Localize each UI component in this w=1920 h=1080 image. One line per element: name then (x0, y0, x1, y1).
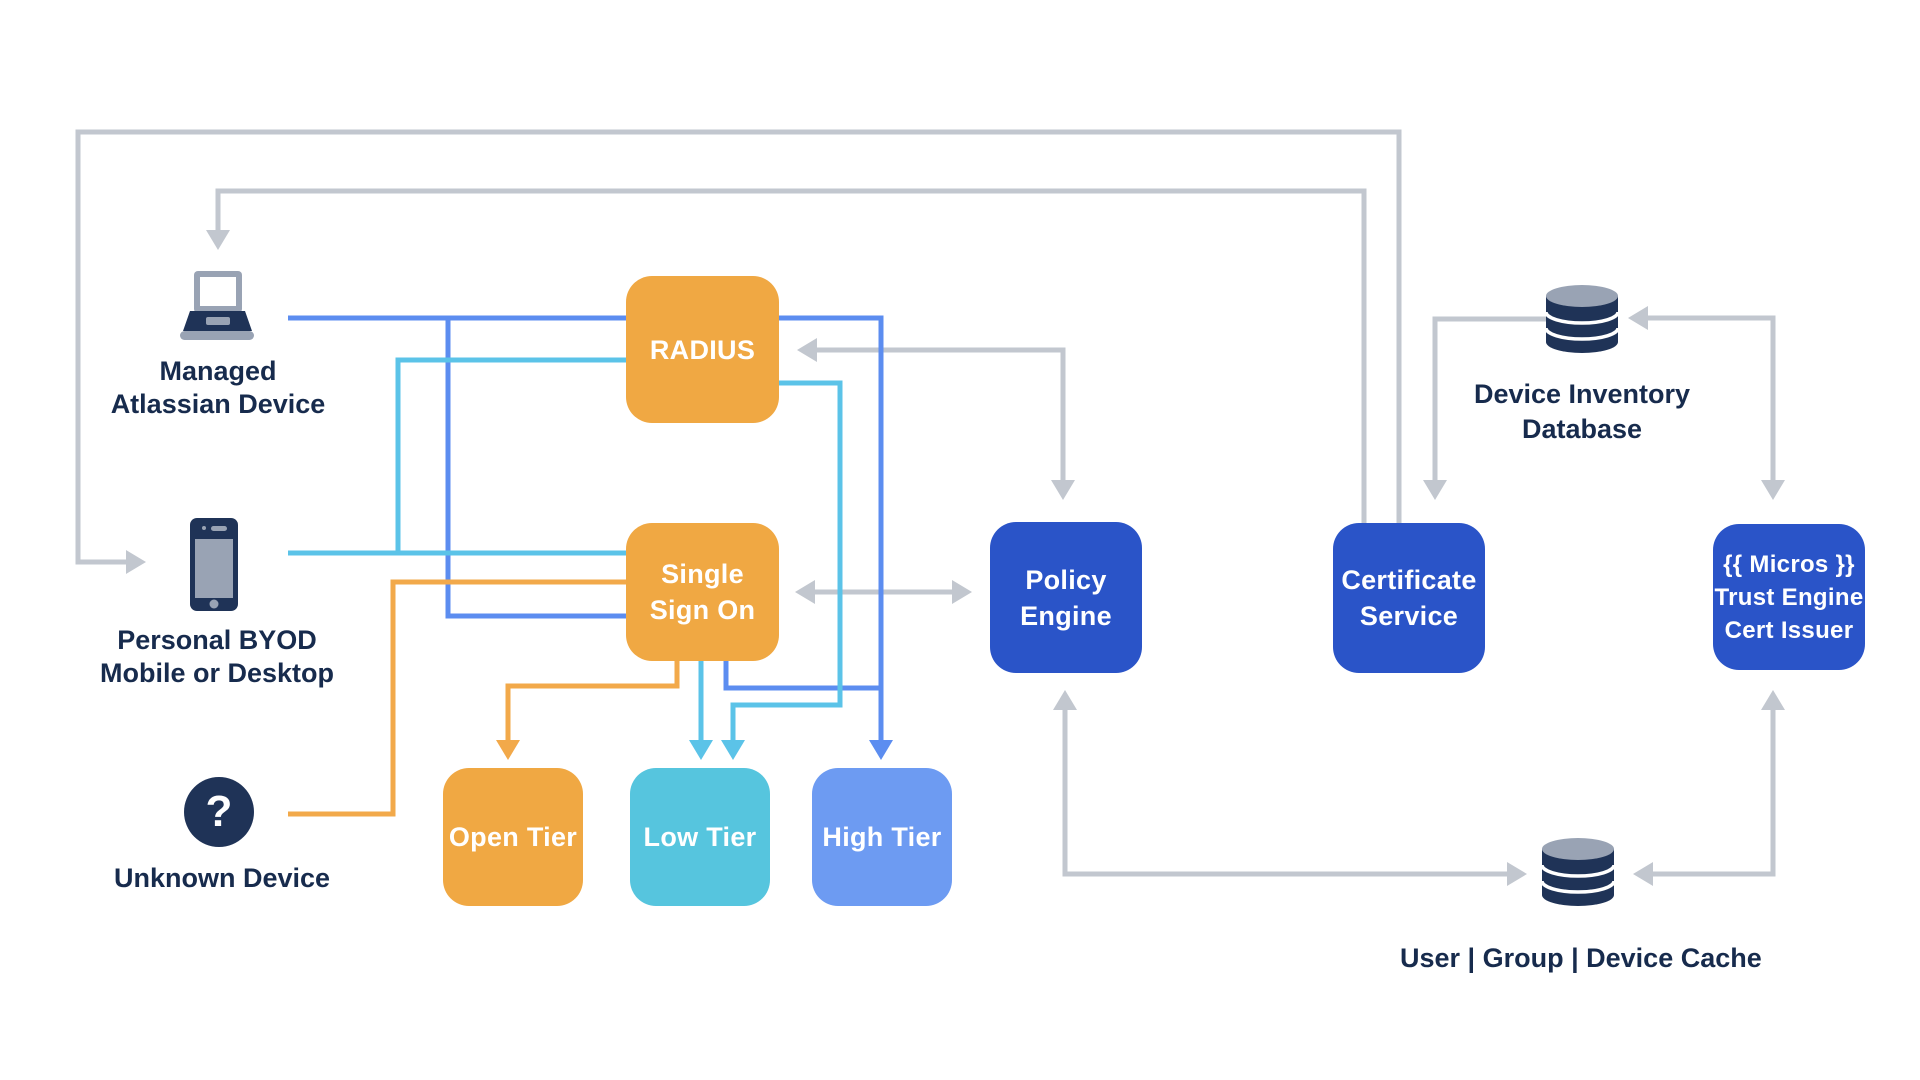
arrowhead-to-policyengine-left (952, 580, 972, 604)
device-inventory-label-line1: Device Inventory (1473, 379, 1691, 409)
unknown-device-label: Unknown Device (92, 862, 352, 895)
node-policy-engine: Policy Engine (990, 522, 1142, 673)
node-certificate-service: Certificate Service (1333, 523, 1485, 673)
phone-icon (190, 518, 238, 611)
connector-sso-to-opentier (505, 657, 680, 742)
unknown-device-icon: ? (184, 777, 254, 847)
arrowhead-to-usercache-right (1633, 862, 1653, 886)
arrowhead-to-phone (126, 550, 146, 574)
node-certificate-service-label-line2: Service (1359, 601, 1459, 631)
node-policy-engine-label-line1: Policy (1025, 564, 1107, 595)
arrowhead-to-lowtier-left (689, 740, 713, 760)
arrowhead-to-opentier (496, 740, 520, 760)
arrowhead-to-certservice (1423, 480, 1447, 500)
connector-inventorydb-to-certservice (1432, 316, 1546, 482)
byod-device-label: Personal BYOD Mobile or Desktop (87, 624, 347, 690)
node-radius-label: RADIUS (649, 334, 756, 365)
device-inventory-database-icon (1544, 285, 1620, 353)
connector-sso-to-hightier (723, 657, 881, 691)
node-trust-engine: {{ Micros }} Trust Engine Cert Issuer (1713, 524, 1865, 670)
connector-radius-to-lowtier (730, 380, 843, 742)
node-single-sign-on: Single Sign On (626, 523, 779, 661)
device-inventory-label-line2: Database (1521, 414, 1643, 444)
connector-laptop-to-sso (445, 318, 630, 619)
node-certificate-service-label-line1: Certificate (1341, 565, 1477, 595)
arrowhead-to-inventorydb (1628, 306, 1648, 330)
arrowhead-to-laptop (206, 230, 230, 250)
arrowhead-to-policyengine-bottom (1053, 690, 1077, 710)
arrowhead-to-usercache-left (1507, 862, 1527, 886)
unknown-device-label-text: Unknown Device (113, 863, 331, 893)
connector-radius-to-hightier (775, 315, 884, 742)
managed-device-label-line2: Atlassian Device (110, 389, 326, 419)
node-open-tier-label: Open Tier (448, 822, 578, 852)
user-cache-label-text: User | Group | Device Cache (1400, 943, 1762, 973)
arrowhead-to-policyengine-top (1051, 480, 1075, 500)
arrowhead-to-radius (797, 338, 817, 362)
connector-phone-to-radius (395, 357, 630, 553)
node-trust-engine-label-line2: Trust Engine (1714, 583, 1864, 611)
laptop-icon (180, 271, 254, 340)
device-inventory-label: Device Inventory Database (1432, 377, 1732, 447)
managed-device-label-line1: Managed (159, 356, 277, 386)
connector-radius-policyengine (815, 347, 1066, 482)
connector-unknown-to-sso (288, 579, 630, 817)
connector-inventorydb-trustengine (1646, 315, 1776, 482)
node-high-tier-label: High Tier (822, 822, 942, 852)
arrowhead-to-hightier (869, 740, 893, 760)
user-cache-label: User | Group | Device Cache (1400, 942, 1762, 975)
arrowhead-to-trustengine-bottom (1761, 690, 1785, 710)
arrowhead-to-trustengine-top (1761, 480, 1785, 500)
managed-device-label: Managed Atlassian Device (88, 355, 348, 421)
node-trust-engine-label-line3: Cert Issuer (1724, 616, 1854, 644)
user-cache-database-icon (1540, 838, 1616, 906)
arrowhead-to-sso (795, 580, 815, 604)
node-low-tier-label: Low Tier (643, 822, 757, 852)
node-trust-engine-label-line1: {{ Micros }} (1723, 550, 1855, 578)
byod-device-label-line1: Personal BYOD (117, 625, 317, 655)
byod-device-label-line2: Mobile or Desktop (99, 658, 335, 688)
node-high-tier: High Tier (812, 768, 952, 906)
node-policy-engine-label-line2: Engine (1020, 600, 1112, 631)
arrowhead-to-lowtier-right (721, 740, 745, 760)
node-open-tier: Open Tier (443, 768, 583, 906)
connector-certservice-to-phone (75, 129, 1402, 565)
connector-usercache-trustengine (1651, 708, 1776, 877)
node-sso-label-line1: Single (661, 559, 744, 589)
question-mark-glyph: ? (205, 787, 233, 836)
node-sso-label-line2: Sign On (649, 595, 756, 625)
connector-policyengine-usercache (1062, 708, 1509, 877)
connector-certservice-to-laptop (215, 188, 1367, 527)
node-low-tier: Low Tier (630, 768, 770, 906)
node-radius: RADIUS (626, 276, 779, 423)
